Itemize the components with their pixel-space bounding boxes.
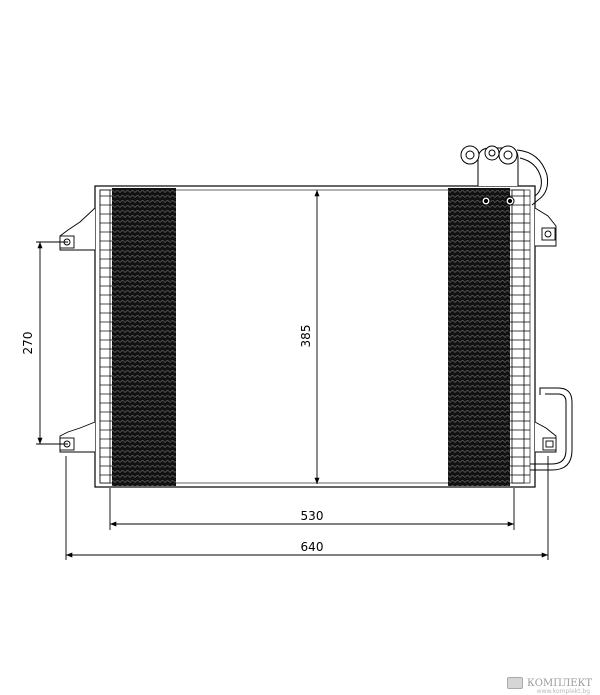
watermark-tagline: www.komplekt.bg (536, 688, 590, 695)
core-height-label: 385 (299, 325, 313, 348)
right-header-tank (508, 189, 530, 484)
brand-badge-icon (507, 677, 524, 689)
left-header-tank (99, 189, 112, 484)
left-fin-block (112, 188, 176, 486)
left-mounting-brackets (59, 207, 96, 453)
overall-width-dimension (65, 456, 549, 560)
right-mounting-brackets (534, 207, 557, 453)
right-fin-block (448, 188, 510, 486)
overall-width-label: 640 (301, 540, 324, 554)
top-pipe-fittings (460, 145, 549, 206)
watermark-logo: КОМПЛЕКТ (507, 677, 592, 689)
core-width-label: 530 (301, 509, 324, 523)
bottom-right-pipe (530, 387, 573, 471)
mount-spacing-dimension (36, 241, 68, 445)
mount-spacing-label: 270 (21, 332, 35, 355)
condenser-core (94, 185, 536, 488)
core-width-dimension (109, 488, 515, 530)
watermark-brand: КОМПЛЕКТ (527, 677, 592, 689)
